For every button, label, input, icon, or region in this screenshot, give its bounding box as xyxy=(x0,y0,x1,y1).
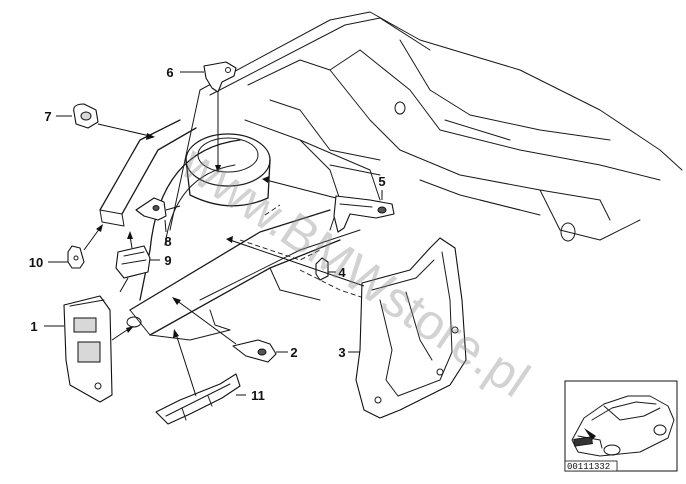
callout-2: 2 xyxy=(290,345,297,360)
part-7-rubber-cap xyxy=(73,103,99,129)
part-6-top-bracket xyxy=(203,61,237,93)
callout-3: 3 xyxy=(338,345,345,360)
part-8-angle-bracket xyxy=(135,197,167,221)
leader-lines xyxy=(44,71,383,397)
part-11-rail-bracket xyxy=(155,373,241,425)
part-2-bracket xyxy=(232,339,277,363)
callout-7: 7 xyxy=(44,109,51,124)
part-1-bracket-plate xyxy=(63,295,113,403)
callout-labels: 1 2 3 4 5 6 7 8 9 10 11 xyxy=(29,65,386,403)
callout-8: 8 xyxy=(164,234,171,249)
callout-5: 5 xyxy=(378,174,385,189)
car-outline-icon xyxy=(571,395,675,457)
callout-6: 6 xyxy=(166,65,173,80)
callout-11: 11 xyxy=(251,388,265,403)
diagram-number: 00111332 xyxy=(567,462,610,472)
body-structure xyxy=(99,11,683,341)
part-3-arch-panel xyxy=(355,237,467,419)
part-5-support-bracket xyxy=(333,195,395,233)
watermark-text: www.BMWstore.pl xyxy=(171,134,539,408)
car-thumbnail: 00111332 xyxy=(564,380,678,472)
part-4-clip xyxy=(315,257,329,281)
callout-9: 9 xyxy=(164,253,171,268)
callout-1: 1 xyxy=(30,319,37,334)
callout-4: 4 xyxy=(338,265,346,280)
part-9-mounting-plate xyxy=(115,245,151,279)
callout-10: 10 xyxy=(29,255,43,270)
part-10-hook xyxy=(67,245,85,269)
